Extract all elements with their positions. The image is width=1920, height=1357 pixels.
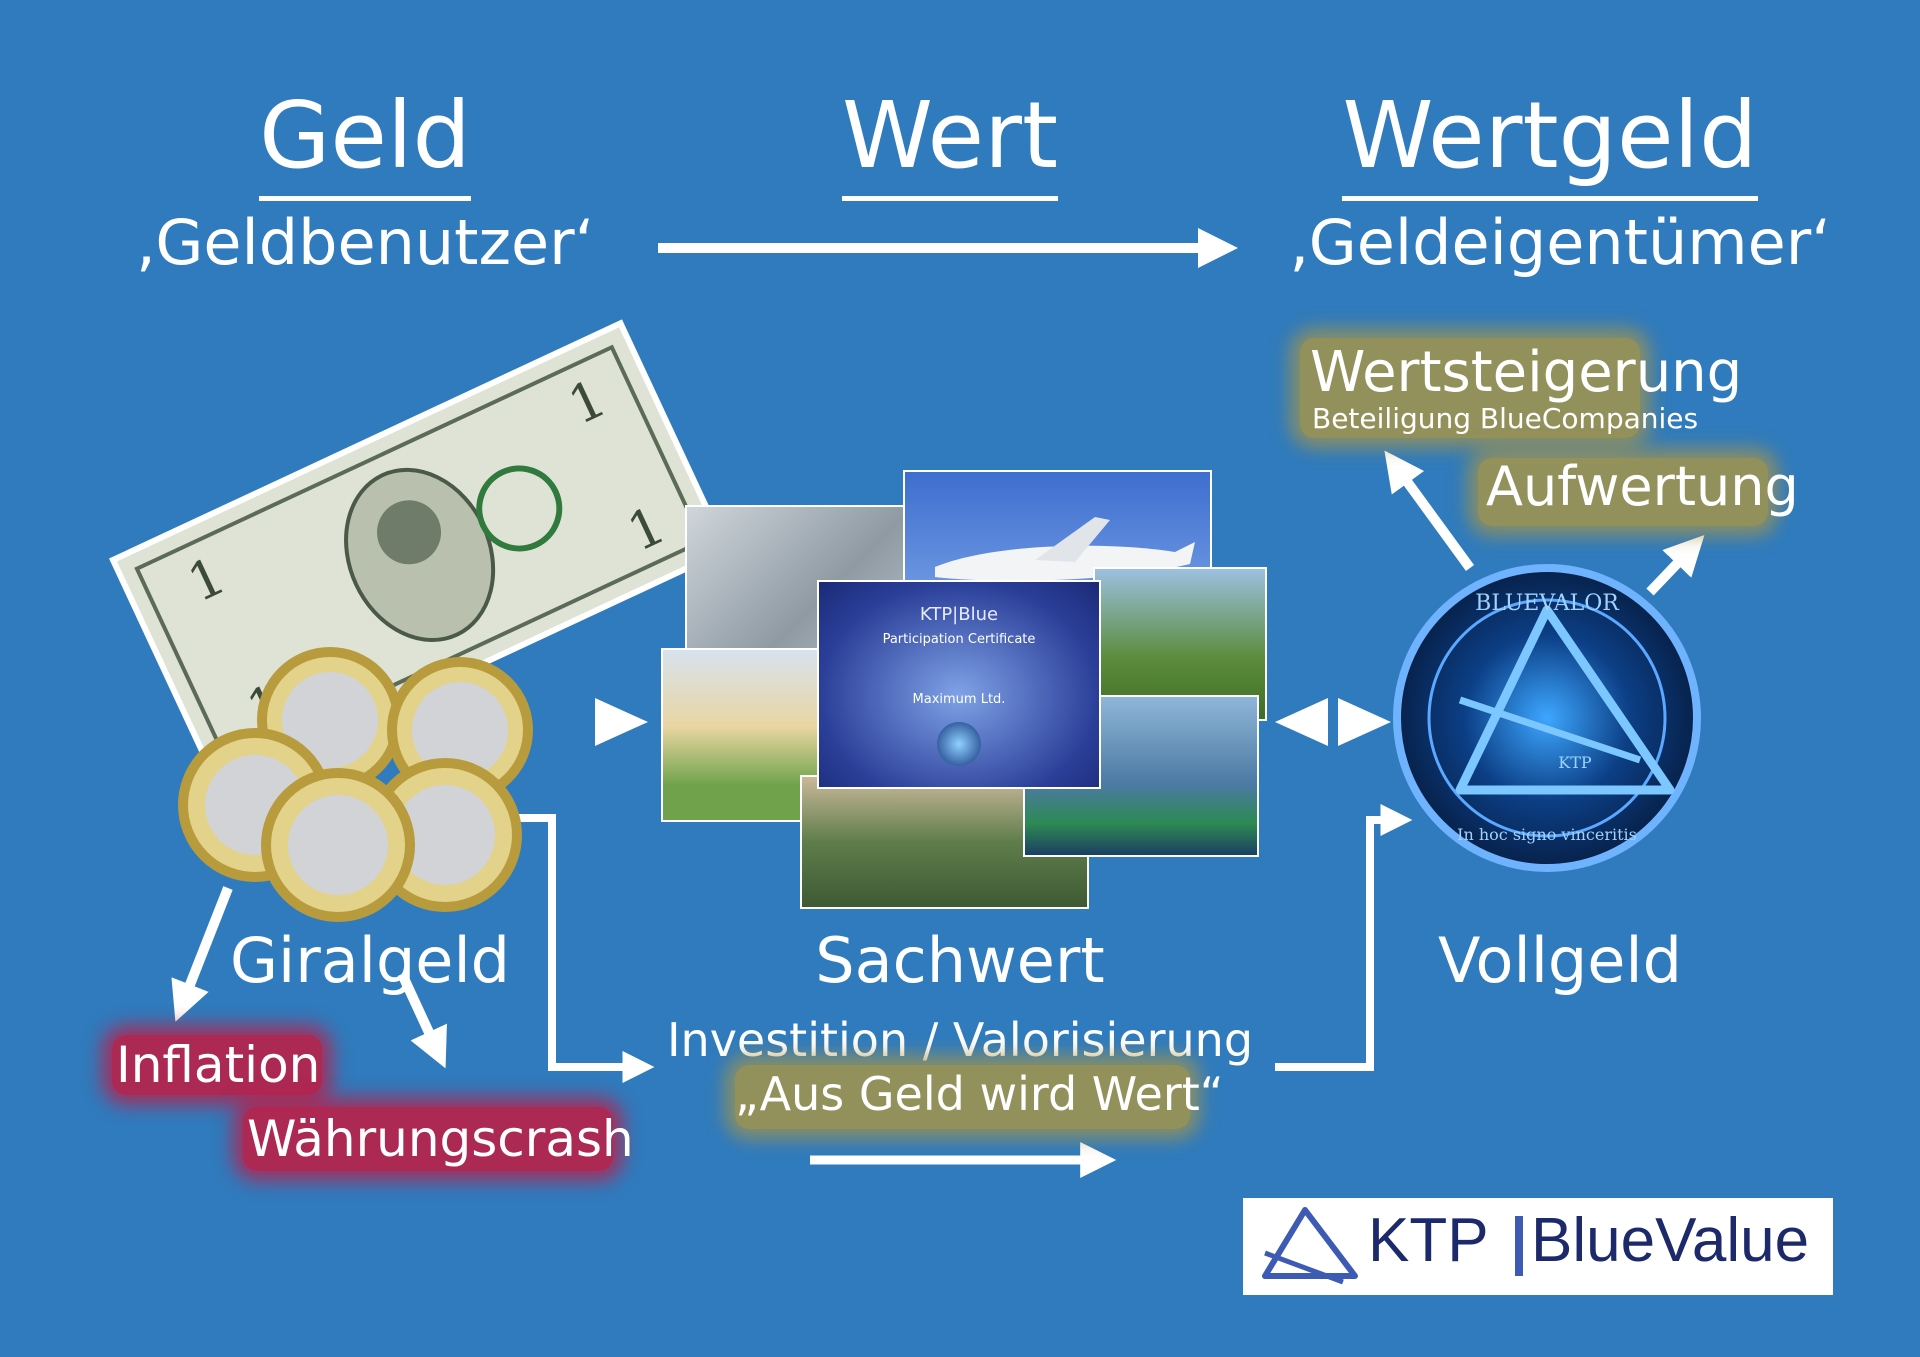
- connector-middle-to-coin: [1275, 804, 1413, 1071]
- certificate-company: Maximum Ltd.: [912, 692, 1006, 707]
- title-wert-text: Wert: [841, 90, 1059, 201]
- connector-euro-to-middle: [518, 814, 655, 1083]
- certificate-title: Participation Certificate: [882, 632, 1036, 647]
- dollar-bill-icon: 1 1 1 1: [109, 319, 731, 791]
- caption-investition: Investition / Valorisierung: [666, 1013, 1254, 1067]
- title-wertgeld-text: Wertgeld: [1342, 90, 1758, 201]
- certificate-seal-icon: [937, 722, 981, 766]
- appreciation-text: Aufwertung: [1486, 455, 1799, 518]
- arrow-to-currency-crash: [397, 971, 447, 1069]
- ktp-bluevalue-logo: KTP BlueValue: [1243, 1198, 1833, 1295]
- bluevalor-coin-icon: [1393, 564, 1701, 872]
- quote-badge: [735, 1065, 1190, 1129]
- title-wertgeld: Wertgeld: [1310, 90, 1790, 201]
- subtitle-geldbenutzer: ‚Geldbenutzer‘: [135, 206, 595, 279]
- arrow-to-gain: [1384, 450, 1475, 571]
- inflation-badge: [112, 1035, 322, 1095]
- title-geld-text: Geld: [259, 90, 471, 201]
- logo-text-bluevalue: BlueValue: [1531, 1206, 1810, 1275]
- arrow-double-left: [1275, 698, 1328, 746]
- gain-subtitle: Beteiligung BlueCompanies: [1312, 402, 1699, 435]
- coin-bottom-text: In hoc signo vinceritis: [1457, 825, 1637, 844]
- certificate-brand: KTP|Blue: [919, 604, 999, 625]
- label-vollgeld: Vollgeld: [1437, 924, 1683, 997]
- label-giralgeld: Giralgeld: [229, 924, 511, 997]
- logo-triangle-icon: [1262, 1207, 1358, 1285]
- logo-divider: [1515, 1216, 1523, 1276]
- logo-text-ktp: KTP: [1368, 1206, 1489, 1275]
- gain-title: Wertsteigerung: [1310, 340, 1743, 405]
- quote-text: „Aus Geld wird Wert“: [735, 1067, 1224, 1121]
- title-wert: Wert: [740, 90, 1160, 201]
- certificate-card: KTP|Blue Participation Certificate Maxim…: [817, 580, 1101, 789]
- arrow-left-to-middle: [595, 698, 648, 746]
- inflation-text: Inflation: [116, 1036, 321, 1094]
- euro-coins-icon: [178, 647, 533, 922]
- label-sachwert: Sachwert: [815, 924, 1105, 997]
- currency-crash-text: Währungscrash: [247, 1110, 634, 1168]
- gain-badge: [1300, 338, 1640, 438]
- coin-mid-text: KTP: [1558, 753, 1592, 772]
- title-geld: Geld: [160, 90, 570, 201]
- currency-crash-badge: [243, 1107, 613, 1171]
- arrow-to-appreciation: [1646, 534, 1705, 596]
- subtitle-geldeigentuemer: ‚Geldeigentümer‘: [1289, 206, 1831, 279]
- arrow-to-inflation: [171, 886, 233, 1022]
- coin-top-text: BLUEVALOR: [1475, 591, 1620, 616]
- arrow-double-right: [1338, 698, 1391, 746]
- appreciation-badge: [1478, 458, 1768, 526]
